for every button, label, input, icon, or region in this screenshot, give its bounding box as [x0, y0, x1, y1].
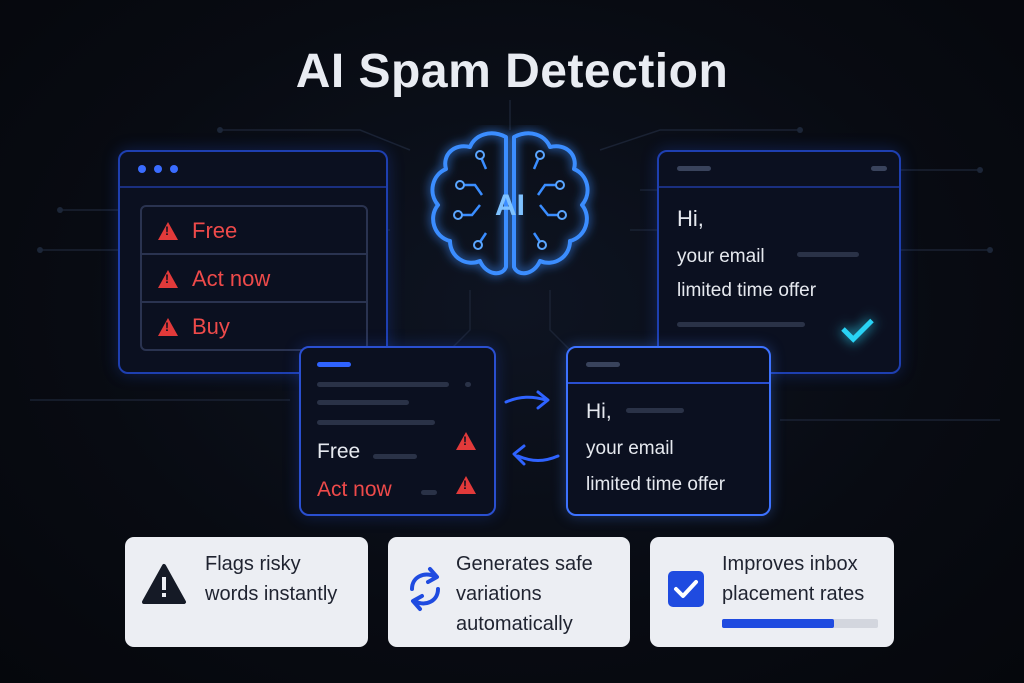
- placement-progress-bar: [722, 619, 878, 628]
- feature-text: Generates safe: [456, 553, 593, 575]
- placeholder-line: [317, 362, 351, 367]
- page-title: AI Spam Detection: [295, 45, 729, 98]
- spam-word: Act now: [192, 266, 271, 291]
- email-line: limited time offer: [677, 280, 817, 301]
- warning-icon: [158, 270, 178, 288]
- spam-word: Buy: [192, 314, 230, 339]
- placeholder-line: [677, 166, 711, 171]
- email-line: limited time offer: [586, 474, 726, 495]
- window-dot: [154, 165, 162, 173]
- brain-icon: AI: [430, 131, 590, 276]
- flagged-word: Free: [317, 440, 361, 463]
- warning-icon: [158, 318, 178, 336]
- flagged-word: Act now: [317, 478, 392, 501]
- feature-card-flags: Flags risky words instantly: [125, 537, 368, 647]
- placeholder-line: [465, 382, 471, 387]
- placeholder-line: [373, 454, 417, 459]
- placeholder-line: [677, 322, 805, 327]
- email-line: your email: [677, 246, 765, 267]
- feature-text: automatically: [456, 613, 573, 635]
- placeholder-line: [317, 400, 409, 405]
- progress-fill: [722, 619, 835, 628]
- placeholder-line: [871, 166, 887, 171]
- feature-text: words instantly: [205, 583, 338, 605]
- spam-word-row: Buy: [142, 303, 366, 351]
- rewritten-email-panel: Hi, your email limited time offer: [566, 346, 771, 516]
- placeholder-line: [626, 408, 684, 413]
- placeholder-line: [797, 252, 859, 257]
- email-greeting: Hi,: [586, 400, 612, 423]
- placeholder-line: [317, 382, 449, 387]
- safe-email-panel: Hi, your email limited time offer: [657, 150, 901, 374]
- warning-icon: [456, 432, 476, 450]
- spam-word: Free: [192, 218, 238, 243]
- arrows-icon: [504, 390, 560, 466]
- feature-card-placement: Improves inbox placement rates: [650, 537, 894, 647]
- warning-icon: [158, 222, 178, 240]
- warning-icon: [456, 476, 476, 494]
- spam-word-list: Free Act now Buy: [140, 205, 368, 351]
- feature-text: Improves inbox: [722, 553, 858, 575]
- spam-word-row: Act now: [142, 255, 366, 303]
- email-line: your email: [586, 438, 674, 459]
- warning-icon: [142, 564, 186, 604]
- checkbox-icon: [668, 571, 704, 607]
- feature-text: Flags risky: [205, 553, 301, 575]
- window-titlebar: [120, 152, 386, 188]
- placeholder-line: [586, 362, 620, 367]
- placeholder-line: [317, 420, 435, 425]
- feature-card-variations: Generates safe variations automatically: [388, 537, 630, 647]
- brain-label: AI: [495, 189, 525, 222]
- window-dot: [170, 165, 178, 173]
- flagged-email-panel: Free Act now: [299, 346, 496, 516]
- window-dot: [138, 165, 146, 173]
- window-titlebar: [568, 348, 769, 384]
- spam-word-row: Free: [142, 207, 366, 255]
- feature-text: placement rates: [722, 583, 865, 605]
- placeholder-line: [421, 490, 437, 495]
- window-titlebar: [659, 152, 899, 188]
- check-icon: [841, 310, 874, 343]
- feature-text: variations: [456, 583, 542, 605]
- refresh-icon: [410, 567, 440, 611]
- spam-words-panel: Free Act now Buy: [118, 150, 388, 374]
- email-greeting: Hi,: [677, 206, 704, 231]
